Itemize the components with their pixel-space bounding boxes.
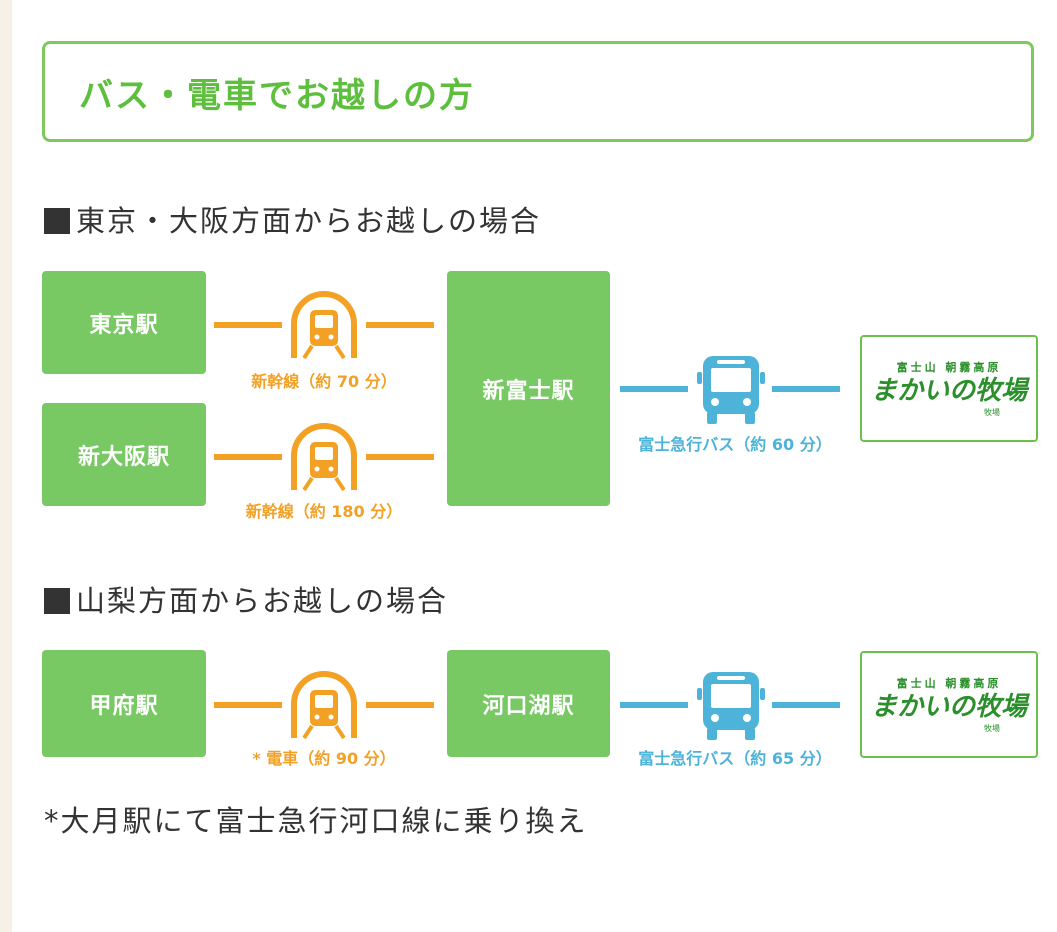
destination-logo-text: まかいの牧場 bbox=[870, 692, 1027, 722]
destination-logo-2: 富士山 朝霧高原 まかいの牧場 牧場 bbox=[860, 651, 1038, 758]
route-label-bus-2: 富士急行バス（約 65 分） bbox=[638, 749, 832, 768]
route-line bbox=[772, 386, 840, 392]
route-label-tokyo: 新幹線（約 70 分） bbox=[251, 372, 397, 391]
route-line bbox=[620, 702, 688, 708]
train-icon bbox=[291, 671, 357, 740]
bus-icon bbox=[697, 356, 765, 424]
station-label: 新富士駅 bbox=[482, 378, 575, 404]
station-shin-fuji: 新富士駅 bbox=[447, 271, 610, 506]
section-title-tokyo-osaka: 東京・大阪方面からお越しの場合 bbox=[44, 198, 541, 240]
route-line bbox=[620, 386, 688, 392]
train-icon bbox=[291, 423, 357, 492]
station-label: 新大阪駅 bbox=[77, 444, 170, 470]
header-box: バス・電車でお越しの方 bbox=[42, 41, 1034, 142]
section-title-text: 山梨方面からお越しの場合 bbox=[76, 584, 449, 618]
train-icon bbox=[291, 291, 357, 360]
station-shin-osaka: 新大阪駅 bbox=[42, 403, 206, 506]
page-title: バス・電車でお越しの方 bbox=[79, 76, 475, 116]
destination-small-text: 富士山 朝霧高原 bbox=[896, 677, 1002, 690]
destination-logo-1: 富士山 朝霧高原 まかいの牧場 牧場 bbox=[860, 335, 1038, 442]
destination-sub-text: 牧場 bbox=[984, 724, 1000, 733]
station-kawaguchiko: 河口湖駅 bbox=[447, 650, 610, 757]
route-label-bus-1: 富士急行バス（約 60 分） bbox=[638, 435, 832, 454]
station-label: 東京駅 bbox=[89, 312, 159, 338]
section-title-yamanashi: 山梨方面からお越しの場合 bbox=[44, 578, 448, 620]
station-tokyo: 東京駅 bbox=[42, 271, 206, 374]
section-title-text: 東京・大阪方面からお越しの場合 bbox=[76, 204, 542, 238]
route-line bbox=[366, 322, 434, 328]
route-line bbox=[366, 702, 434, 708]
transfer-note: *大月駅にて富士急行河口線に乗り換え bbox=[44, 804, 588, 838]
route-label-kofu: * 電車（約 90 分） bbox=[252, 749, 396, 768]
station-kofu: 甲府駅 bbox=[42, 650, 206, 757]
route-line bbox=[366, 454, 434, 460]
destination-logo-text: まかいの牧場 bbox=[870, 376, 1027, 406]
station-label: 河口湖駅 bbox=[482, 693, 575, 719]
destination-sub-text: 牧場 bbox=[984, 408, 1000, 417]
destination-small-text: 富士山 朝霧高原 bbox=[896, 361, 1002, 374]
route-label-osaka: 新幹線（約 180 分） bbox=[245, 502, 403, 521]
square-bullet-icon bbox=[44, 208, 70, 234]
route-line bbox=[214, 322, 282, 328]
route-line bbox=[772, 702, 840, 708]
route-line bbox=[214, 454, 282, 460]
square-bullet-icon bbox=[44, 588, 70, 614]
side-strip bbox=[0, 0, 12, 932]
route-line bbox=[214, 702, 282, 708]
bus-icon bbox=[697, 672, 765, 740]
station-label: 甲府駅 bbox=[89, 693, 159, 719]
